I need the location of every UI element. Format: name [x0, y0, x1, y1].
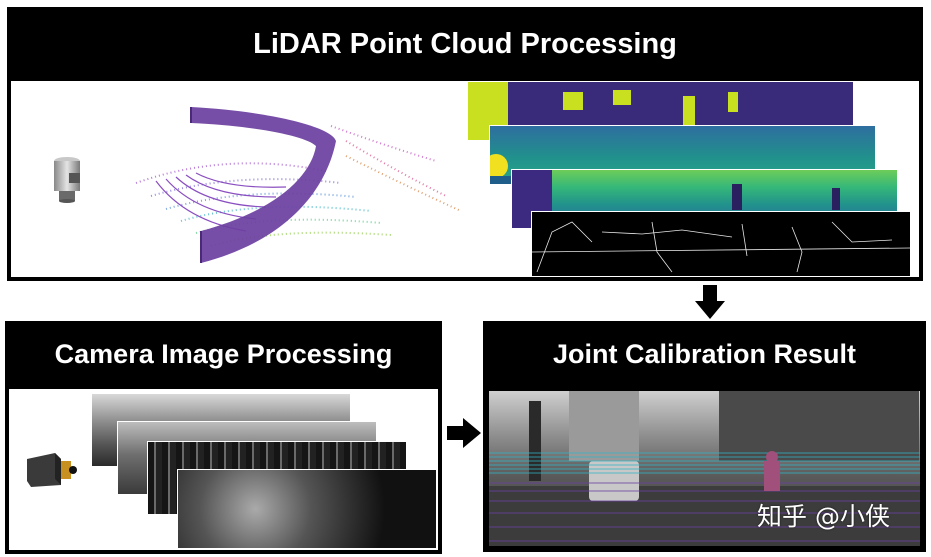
right-arrow-icon [447, 418, 481, 448]
lidar-edge-map [531, 211, 911, 277]
camera-panel-title: Camera Image Processing [54, 339, 393, 369]
down-arrow-icon [695, 285, 725, 319]
watermark-text: 知乎 @小侠 [757, 502, 890, 531]
lidar-panel-title: LiDAR Point Cloud Processing [253, 28, 677, 60]
lidar-panel-body [11, 81, 919, 277]
lidar-sensor-icon [54, 157, 80, 203]
camera-sensor-icon [27, 453, 77, 487]
lidar-intensity-map [467, 81, 854, 141]
camera-panel-body [9, 389, 438, 550]
camera-feature-map-3 [177, 469, 437, 549]
camera-panel: Camera Image Processing [5, 321, 442, 554]
point-cloud-visualization [135, 107, 462, 263]
result-panel: Joint Calibration Result [483, 321, 926, 552]
lidar-panel: LiDAR Point Cloud Processing [7, 7, 923, 281]
result-panel-title: Joint Calibration Result [552, 339, 857, 369]
result-image: 知乎 @小侠 [489, 391, 920, 546]
